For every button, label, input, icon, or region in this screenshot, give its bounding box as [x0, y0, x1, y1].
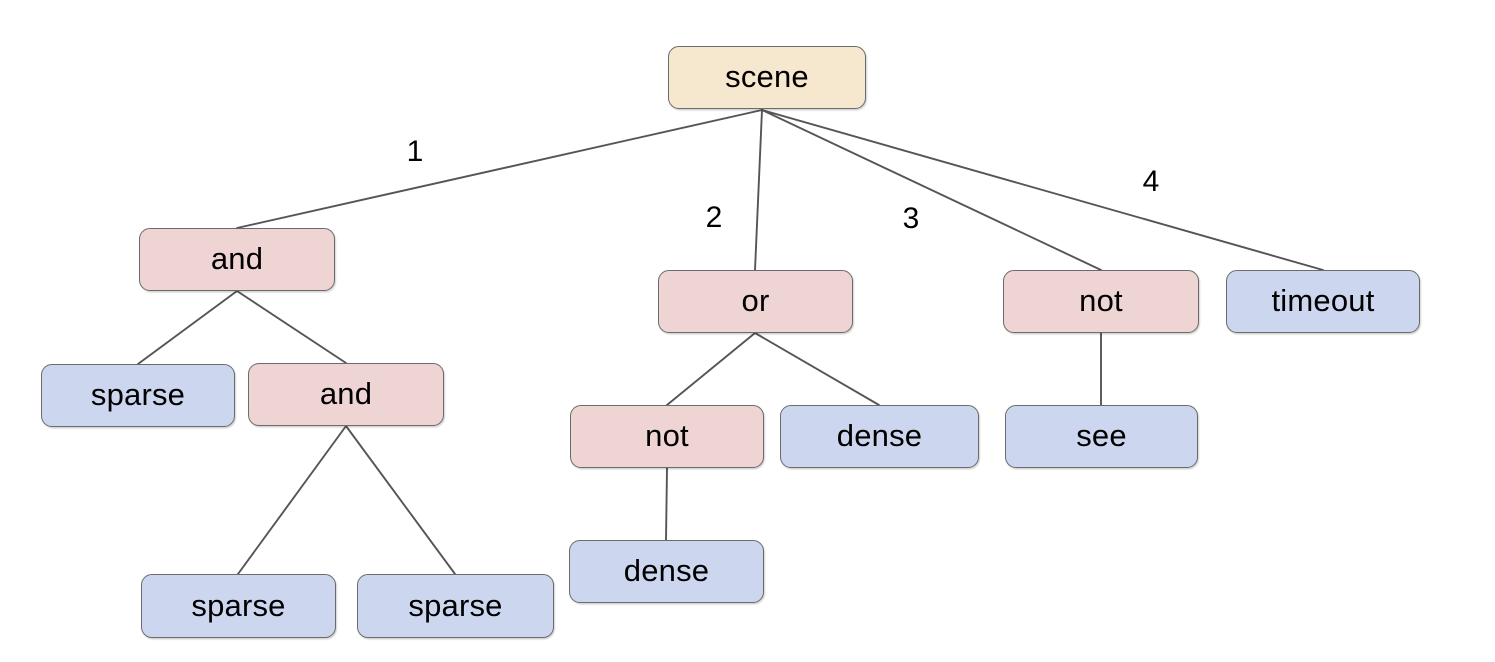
tree-edge [237, 425, 347, 575]
tree-edge [137, 290, 238, 365]
tree-edge [236, 290, 347, 364]
tree-edge [761, 109, 1324, 271]
tree-node-label: and [319, 376, 373, 411]
tree-node-label: not [1079, 283, 1123, 318]
edge-label-2: 2 [705, 201, 723, 234]
tree-node-label: timeout [1271, 283, 1375, 318]
edge-label-3: 3 [902, 202, 920, 235]
tree-node-not2[interactable]: not [570, 405, 764, 468]
edge-label-1: 1 [406, 135, 424, 168]
tree-edge [666, 332, 756, 406]
tree-node-and1[interactable]: and [139, 228, 335, 291]
tree-node-label: not [645, 418, 689, 453]
tree-node-sparse3[interactable]: sparse [357, 574, 554, 638]
tree-node-label: scene [725, 59, 809, 94]
tree-node-label: see [1076, 418, 1127, 453]
tree-node-label: sparse [191, 587, 286, 623]
tree-edge [345, 425, 456, 575]
tree-node-see1[interactable]: see [1005, 405, 1198, 468]
tree-edge [754, 109, 763, 271]
tree-node-label: or [741, 283, 770, 318]
tree-edge [236, 109, 763, 229]
tree-node-timeout1[interactable]: timeout [1226, 270, 1420, 333]
tree-node-label: sparse [90, 377, 186, 412]
tree-node-sparse1[interactable]: sparse [41, 364, 235, 427]
edge-label-4: 4 [1142, 165, 1160, 198]
tree-node-sparse2[interactable]: sparse [141, 574, 336, 638]
tree-node-not1[interactable]: not [1003, 270, 1199, 333]
tree-node-or1[interactable]: or [658, 270, 853, 333]
tree-node-scene[interactable]: scene [668, 46, 866, 109]
tree-edge [665, 467, 668, 541]
tree-node-label: dense [836, 418, 923, 453]
tree-node-label: sparse [408, 587, 503, 623]
tree-edge [754, 332, 880, 406]
tree-node-dense2[interactable]: dense [569, 540, 764, 603]
tree-node-dense1[interactable]: dense [780, 405, 979, 468]
tree-node-label: and [210, 241, 264, 276]
tree-edge [761, 109, 1102, 271]
tree-node-and2[interactable]: and [248, 363, 444, 426]
tree-node-label: dense [623, 553, 710, 588]
